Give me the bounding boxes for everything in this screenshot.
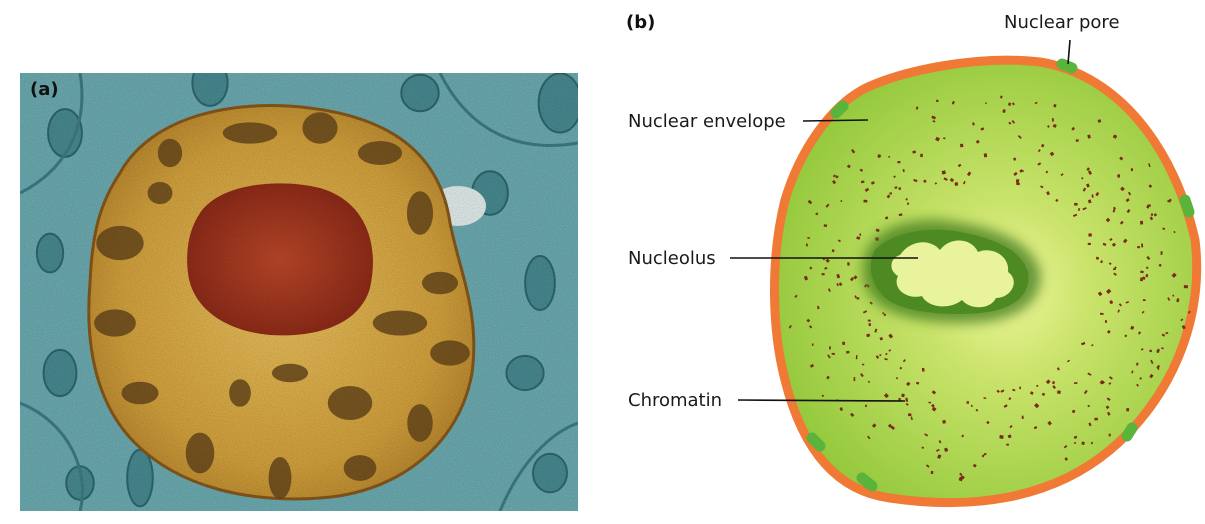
- chromatin-speck: [1019, 387, 1021, 390]
- chromatin-speck: [899, 187, 902, 190]
- chromatin-speck: [1140, 277, 1143, 281]
- diagram-panel: (b): [600, 0, 1205, 519]
- label-nuclear-envelope: Nuclear envelope: [628, 111, 786, 132]
- leader-nuclear-pore: [1068, 40, 1070, 64]
- chromatin-speck: [960, 144, 963, 148]
- chromatin-speck: [1074, 442, 1076, 444]
- nuclear-pore: [812, 438, 820, 446]
- chromatin-speck: [822, 273, 825, 275]
- chromatin-speck: [889, 192, 892, 194]
- leader-nuclear-envelope: [803, 120, 868, 121]
- chromatin-speck: [1057, 390, 1061, 394]
- chromatin-speck: [857, 297, 860, 300]
- chromatin-speck: [897, 161, 900, 163]
- chromatin-speck: [1160, 251, 1162, 255]
- nucleus-diagram: (b): [600, 0, 1205, 519]
- chromatin-speck: [1149, 350, 1152, 352]
- chromatin-speck: [859, 233, 861, 235]
- panel-a-tag: (a): [30, 79, 59, 100]
- chromatin-speck: [1074, 382, 1077, 384]
- chromatin-speck: [907, 202, 909, 204]
- chromatin-speck: [1143, 299, 1146, 301]
- chromatin-speck: [908, 413, 911, 416]
- chromatin-speck: [1022, 416, 1024, 419]
- chromatin-speck: [1016, 179, 1020, 183]
- chromatin-speck: [1074, 203, 1077, 206]
- chromatin-speck: [1105, 320, 1107, 323]
- chromatin-speck: [865, 405, 867, 407]
- chromatin-speck: [868, 323, 871, 326]
- chromatin-speck: [1113, 268, 1116, 270]
- chromatin-speck: [920, 154, 923, 157]
- chromatin-speck: [863, 200, 867, 203]
- micrograph-panel: (a): [20, 73, 578, 511]
- label-nucleolus: Nucleolus: [628, 248, 716, 269]
- chromatin-speck: [906, 198, 908, 200]
- chromatin-speck: [1006, 444, 1009, 446]
- nuclear-pore: [1127, 428, 1132, 436]
- chromatin-speck: [1131, 168, 1133, 171]
- chromatin-speck: [884, 314, 886, 316]
- micrograph-image: (a): [20, 73, 578, 511]
- chromatin-speck: [1052, 118, 1054, 121]
- chromatin-speck: [1141, 244, 1143, 248]
- leader-chromatin: [738, 400, 905, 401]
- chromatin-speck: [1088, 233, 1092, 236]
- chromatin-speck: [955, 182, 958, 186]
- nuclear-pore: [1185, 200, 1189, 212]
- chromatin-speck: [984, 453, 986, 455]
- chromatin-speck: [1100, 313, 1104, 315]
- chromatin-speck: [999, 435, 1003, 439]
- chromatin-speck: [931, 471, 934, 474]
- chromatin-speck: [924, 180, 927, 183]
- chromatin-speck: [846, 351, 850, 354]
- chromatin-speck: [1140, 221, 1143, 225]
- chromatin-speck: [1016, 183, 1020, 186]
- chromatin-speck: [967, 401, 969, 404]
- nuclear-pore: [1062, 64, 1072, 68]
- chromatin-speck: [841, 200, 843, 202]
- chromatin-speck: [1088, 243, 1091, 245]
- chromatin-speck: [1081, 442, 1084, 446]
- panel-b-tag: (b): [626, 12, 655, 33]
- chromatin-speck: [1094, 418, 1098, 421]
- chromatin-speck: [854, 377, 856, 381]
- chromatin-speck: [1076, 139, 1079, 142]
- nuclear-pore: [862, 478, 872, 486]
- chromatin-speck: [1184, 285, 1188, 288]
- nuclear-pore: [836, 106, 843, 113]
- chromatin-speck: [847, 262, 850, 265]
- chromatin-speck: [868, 320, 871, 322]
- chromatin-speck: [824, 224, 827, 227]
- chromatin-speck: [942, 420, 945, 424]
- chromatin-speck: [922, 368, 925, 372]
- label-chromatin: Chromatin: [628, 390, 722, 411]
- chromatin-speck: [832, 353, 835, 355]
- chromatin-speck: [901, 394, 904, 397]
- chromatin-speck: [936, 100, 939, 103]
- chromatin-speck: [1126, 408, 1129, 411]
- label-nuclear-pore: Nuclear pore: [1004, 12, 1120, 33]
- chromatin-speck: [984, 153, 987, 157]
- chromatin-speck: [1173, 295, 1175, 297]
- chromatin-speck: [1117, 174, 1120, 177]
